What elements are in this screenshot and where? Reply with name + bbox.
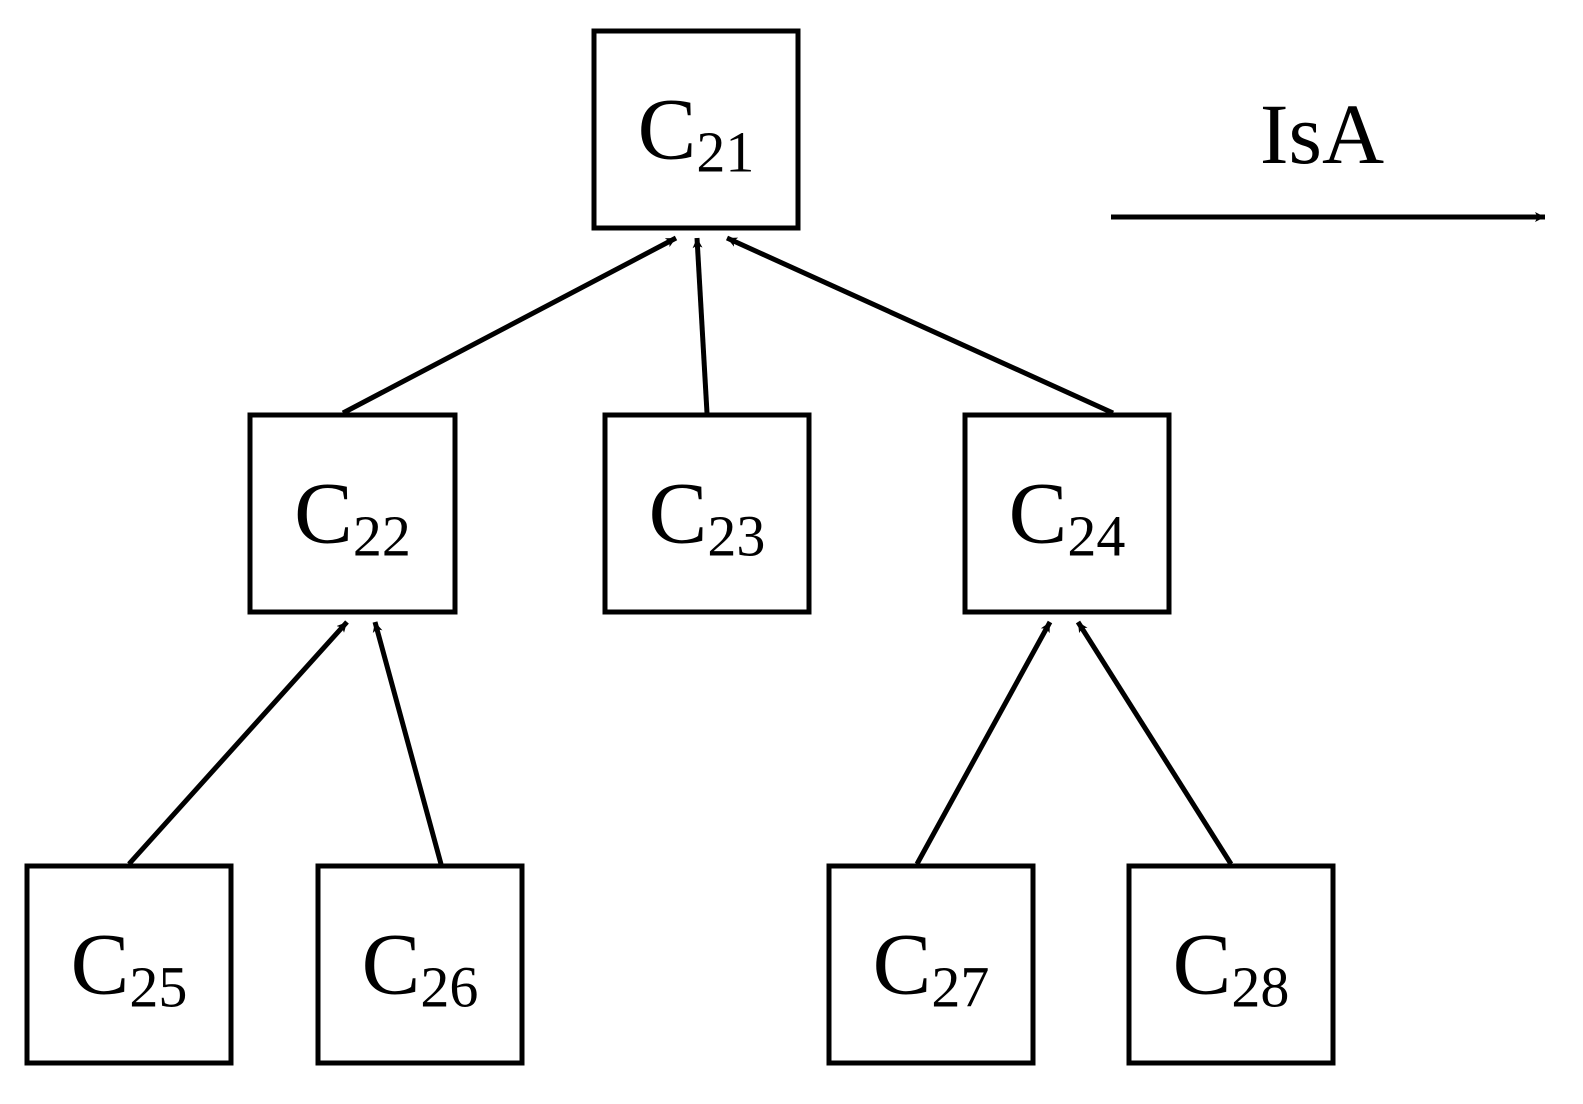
node-c21-subscript: 21 xyxy=(696,119,754,184)
svg-text:C22: C22 xyxy=(294,465,411,568)
svg-text:C25: C25 xyxy=(71,916,188,1019)
svg-text:C23: C23 xyxy=(649,465,766,568)
node-c28-letter: C xyxy=(1173,916,1232,1013)
legend-label: IsA xyxy=(1260,86,1384,182)
legend: IsA xyxy=(1111,86,1545,222)
edge-c25-to-c22 xyxy=(127,620,349,866)
edge-layer xyxy=(127,235,1234,866)
node-c27: C27 xyxy=(826,863,1036,1066)
node-c23-letter: C xyxy=(649,465,708,562)
node-c24-letter: C xyxy=(1009,465,1068,562)
node-c26: C26 xyxy=(315,863,525,1066)
edge-c23-to-c21 xyxy=(692,237,710,414)
svg-text:C21: C21 xyxy=(638,81,755,184)
node-c22: C22 xyxy=(247,412,458,615)
node-c22-subscript: 22 xyxy=(353,503,411,568)
node-c23-subscript: 23 xyxy=(707,503,765,568)
node-c23: C23 xyxy=(602,412,812,615)
svg-text:C27: C27 xyxy=(873,916,990,1019)
edge-c28-to-c24 xyxy=(1075,620,1234,866)
node-c27-letter: C xyxy=(873,916,932,1013)
edge-c24-to-c21 xyxy=(725,235,1115,416)
node-c26-subscript: 26 xyxy=(420,954,478,1019)
svg-text:C26: C26 xyxy=(362,916,479,1019)
node-c25-letter: C xyxy=(71,916,130,1013)
svg-text:C28: C28 xyxy=(1173,916,1290,1019)
node-c21-letter: C xyxy=(638,81,697,178)
edge-c27-to-c24 xyxy=(914,620,1053,866)
node-c28-subscript: 28 xyxy=(1231,954,1289,1019)
node-c22-letter: C xyxy=(294,465,353,562)
node-c24-subscript: 24 xyxy=(1067,503,1125,568)
node-c21: C21 xyxy=(591,28,801,231)
node-c25: C25 xyxy=(24,863,234,1066)
node-c24: C24 xyxy=(962,412,1172,615)
node-c25-subscript: 25 xyxy=(129,954,187,1019)
edge-c22-to-c21 xyxy=(341,235,678,416)
edge-c26-to-c22 xyxy=(372,621,444,865)
svg-text:C24: C24 xyxy=(1009,465,1126,568)
node-c26-letter: C xyxy=(362,916,421,1013)
node-c28: C28 xyxy=(1126,863,1336,1066)
node-c27-subscript: 27 xyxy=(931,954,989,1019)
